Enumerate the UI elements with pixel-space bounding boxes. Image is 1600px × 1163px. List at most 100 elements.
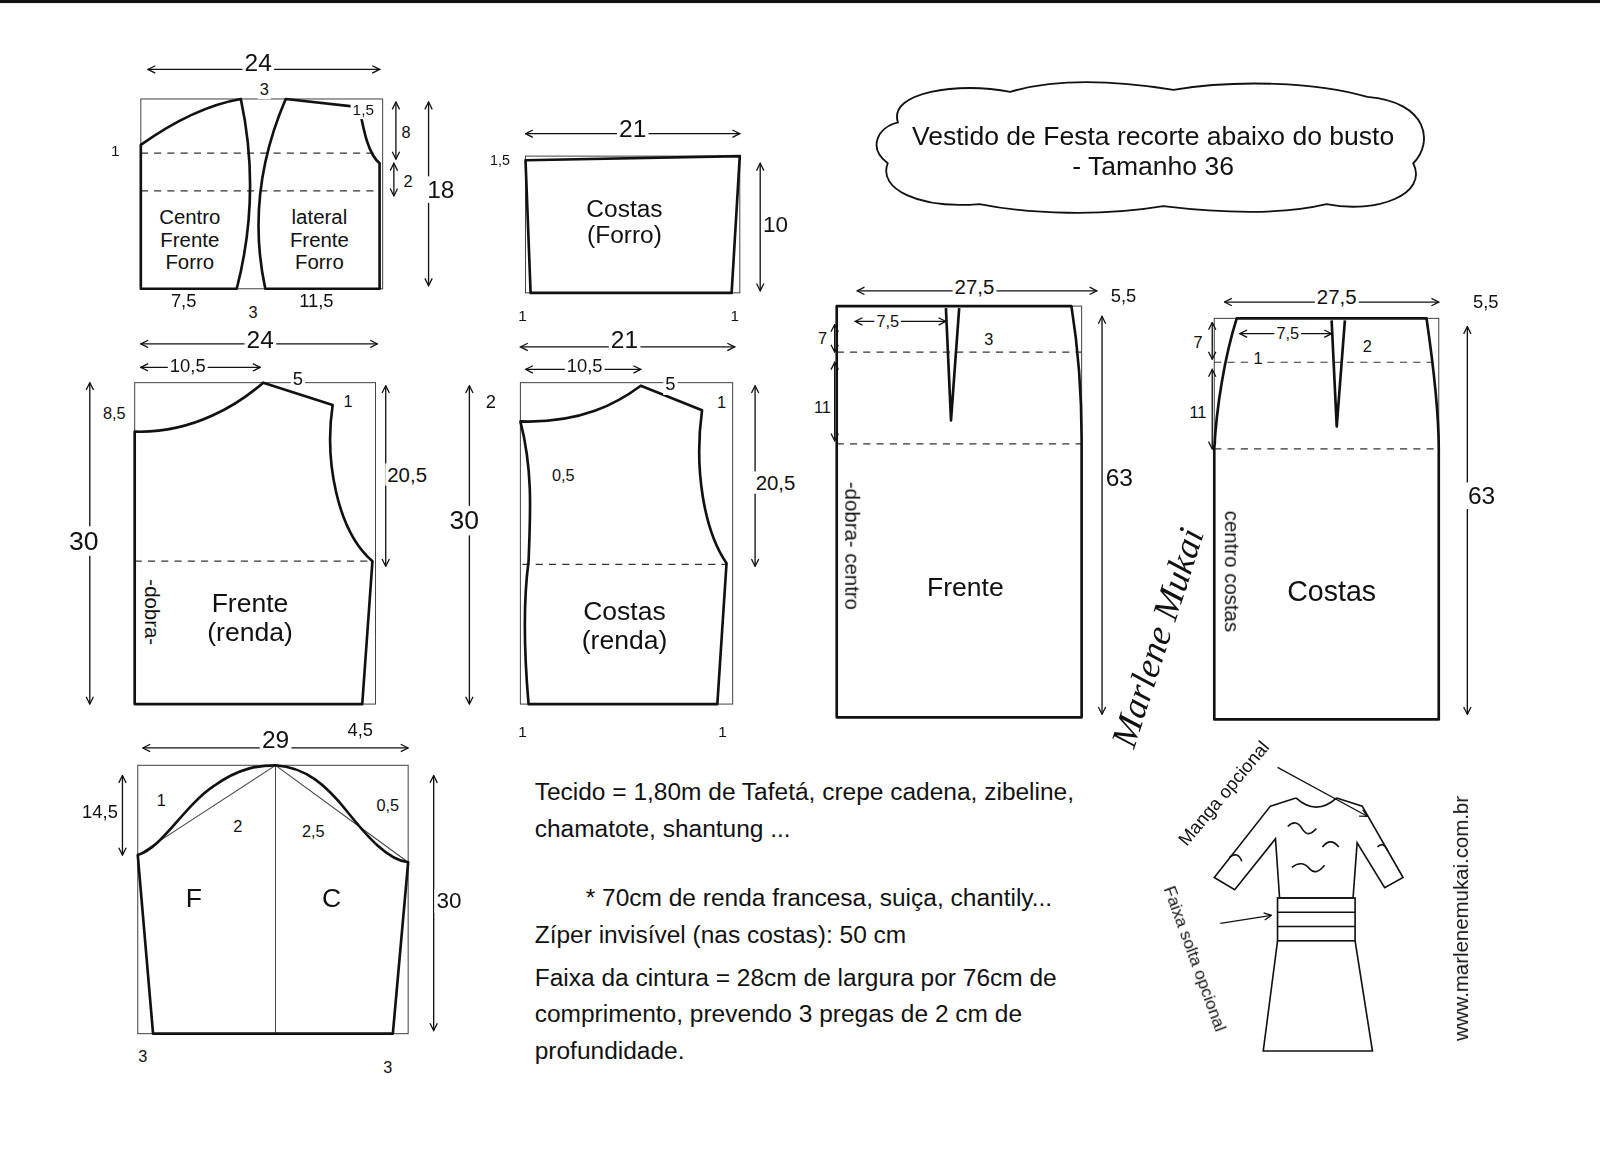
piece-line <box>1332 320 1345 426</box>
piece-name: Frente <box>925 572 1006 601</box>
material-note: Zíper invisível (nas costas): 50 cm <box>533 916 1149 953</box>
dimension-arrows <box>90 69 1468 1030</box>
dimension-label: 10 <box>761 212 790 237</box>
piece-outline <box>833 302 1086 721</box>
dimension-label: 14,5 <box>80 803 120 823</box>
dimension-label: 1 <box>109 143 122 160</box>
dimension-label: 5 <box>291 369 305 389</box>
pattern-piece: Centro Frente Forro <box>137 95 261 293</box>
dimension-label: 1 <box>516 724 529 741</box>
dimension-label: 7,5 <box>1274 325 1301 343</box>
material-note: Faixa da cintura = 28cm de largura por 7… <box>533 959 1160 1069</box>
dimension-label: 7,5 <box>874 312 901 330</box>
title-cloud <box>877 82 1424 213</box>
sleeve-guides <box>138 765 408 1033</box>
dimension-label: 3 <box>258 81 271 99</box>
dimension-label: 3 <box>381 1058 394 1076</box>
piece-name: Centro Frente Forro <box>146 206 234 273</box>
dimension-label: 2,5 <box>300 823 327 841</box>
dimension-label: 7 <box>816 330 829 348</box>
piece-name: Costas <box>1285 576 1378 607</box>
dimension-label: 27,5 <box>953 276 997 298</box>
dimension-label: 2 <box>231 818 244 836</box>
piece-outline <box>134 761 413 1038</box>
piece-line <box>138 765 408 1033</box>
dimension-label: 0,5 <box>550 467 577 485</box>
dimension-label: 2 <box>402 173 415 191</box>
pattern-piece: Costas (Forro) <box>521 152 743 297</box>
dimension-label: 1 <box>728 308 741 325</box>
dimension-label: 3 <box>246 303 259 321</box>
dimension-label: 7 <box>1191 334 1204 352</box>
piece-name: -dobra- centro <box>841 480 863 612</box>
dimension-label: 18 <box>425 176 456 203</box>
dimension-label: 30 <box>67 526 101 555</box>
dimension-label: 63 <box>1466 482 1497 509</box>
callout-label: Manga opcional <box>1174 736 1275 851</box>
piece-name: Costas (Forro) <box>556 196 693 250</box>
pattern-piece: Frente -dobra- centro <box>833 302 1086 721</box>
piece-line <box>946 308 959 420</box>
piece-name: Frente (renda) <box>171 588 328 646</box>
piece-name: Costas (renda) <box>546 596 703 654</box>
piece-line <box>141 99 250 289</box>
dimension-label: 20,5 <box>385 463 429 485</box>
dimension-label: 7,5 <box>169 292 199 312</box>
dimension-label: 5 <box>663 375 677 395</box>
dimension-label: 10,5 <box>565 356 605 376</box>
dimension-label: 21 <box>609 326 640 353</box>
dimension-label: 8,5 <box>101 404 128 422</box>
pattern-piece: FC <box>134 761 413 1038</box>
dashed-lines <box>135 153 1439 564</box>
dimension-label: 27,5 <box>1315 286 1359 308</box>
dimension-label: 3 <box>136 1048 149 1066</box>
piece-outline <box>131 379 377 709</box>
dimension-label: 1 <box>716 724 729 741</box>
leader-arrows <box>1220 767 1367 923</box>
dimension-label: 4,5 <box>345 721 375 741</box>
construction-rects <box>135 99 1439 1034</box>
dimension-label: 1 <box>1252 350 1265 368</box>
piece-name: F <box>184 883 204 912</box>
scan-edge <box>0 0 1600 3</box>
dimension-label: 5,5 <box>1471 293 1501 313</box>
piece-line <box>837 306 1082 717</box>
dimension-label: 1 <box>155 792 168 810</box>
dimension-label: 20,5 <box>754 471 798 493</box>
dimension-label: 1 <box>516 308 529 325</box>
dimension-label: 1 <box>341 393 354 411</box>
dimension-label: 1 <box>715 394 728 412</box>
dimension-label: 11 <box>812 399 833 417</box>
pattern-piece: Costas centro costas <box>1210 314 1443 723</box>
dimension-label: 30 <box>434 889 463 914</box>
piece-outline <box>1210 314 1443 723</box>
dimension-label: 5,5 <box>1109 287 1139 307</box>
piece-outline <box>516 382 730 709</box>
website-url: www.marlenemukai.com.br <box>1450 794 1472 1043</box>
piece-name: -dobra- <box>141 577 163 647</box>
pattern-piece: Frente (renda) -dobra- <box>131 379 377 709</box>
dimension-label: 10,5 <box>168 356 208 376</box>
dimension-label: 3 <box>982 331 995 349</box>
piece-line <box>1214 318 1438 719</box>
piece-name: centro costas <box>1220 509 1242 634</box>
dimension-label: 63 <box>1104 464 1135 491</box>
dimension-label: 8 <box>400 124 413 142</box>
piece-line <box>259 99 380 289</box>
piece-line <box>520 386 726 704</box>
pattern-piece: Costas (renda) <box>516 382 730 709</box>
dimension-label: 30 <box>447 506 481 535</box>
dress-illustration <box>1214 798 1403 1051</box>
material-note: * 70cm de renda francesa, suiça, chantil… <box>584 880 1200 917</box>
material-note: Tecido = 1,80m de Tafetá, crepe cadena, … <box>533 773 1139 846</box>
dimension-label: 2 <box>484 393 498 413</box>
dimension-label: 24 <box>245 326 276 353</box>
pattern-piece: lateral Frente Forro <box>245 95 386 293</box>
dimension-label: 1,5 <box>488 152 512 168</box>
dimension-label: 29 <box>260 726 291 753</box>
piece-name: lateral Frente Forro <box>276 206 364 273</box>
dimension-label: 2 <box>1361 338 1374 356</box>
dimension-label: 1,5 <box>351 102 376 119</box>
diagram-title: Vestido de Festa recorte abaixo do busto… <box>906 122 1400 180</box>
dimension-label: 11 <box>1187 403 1208 421</box>
